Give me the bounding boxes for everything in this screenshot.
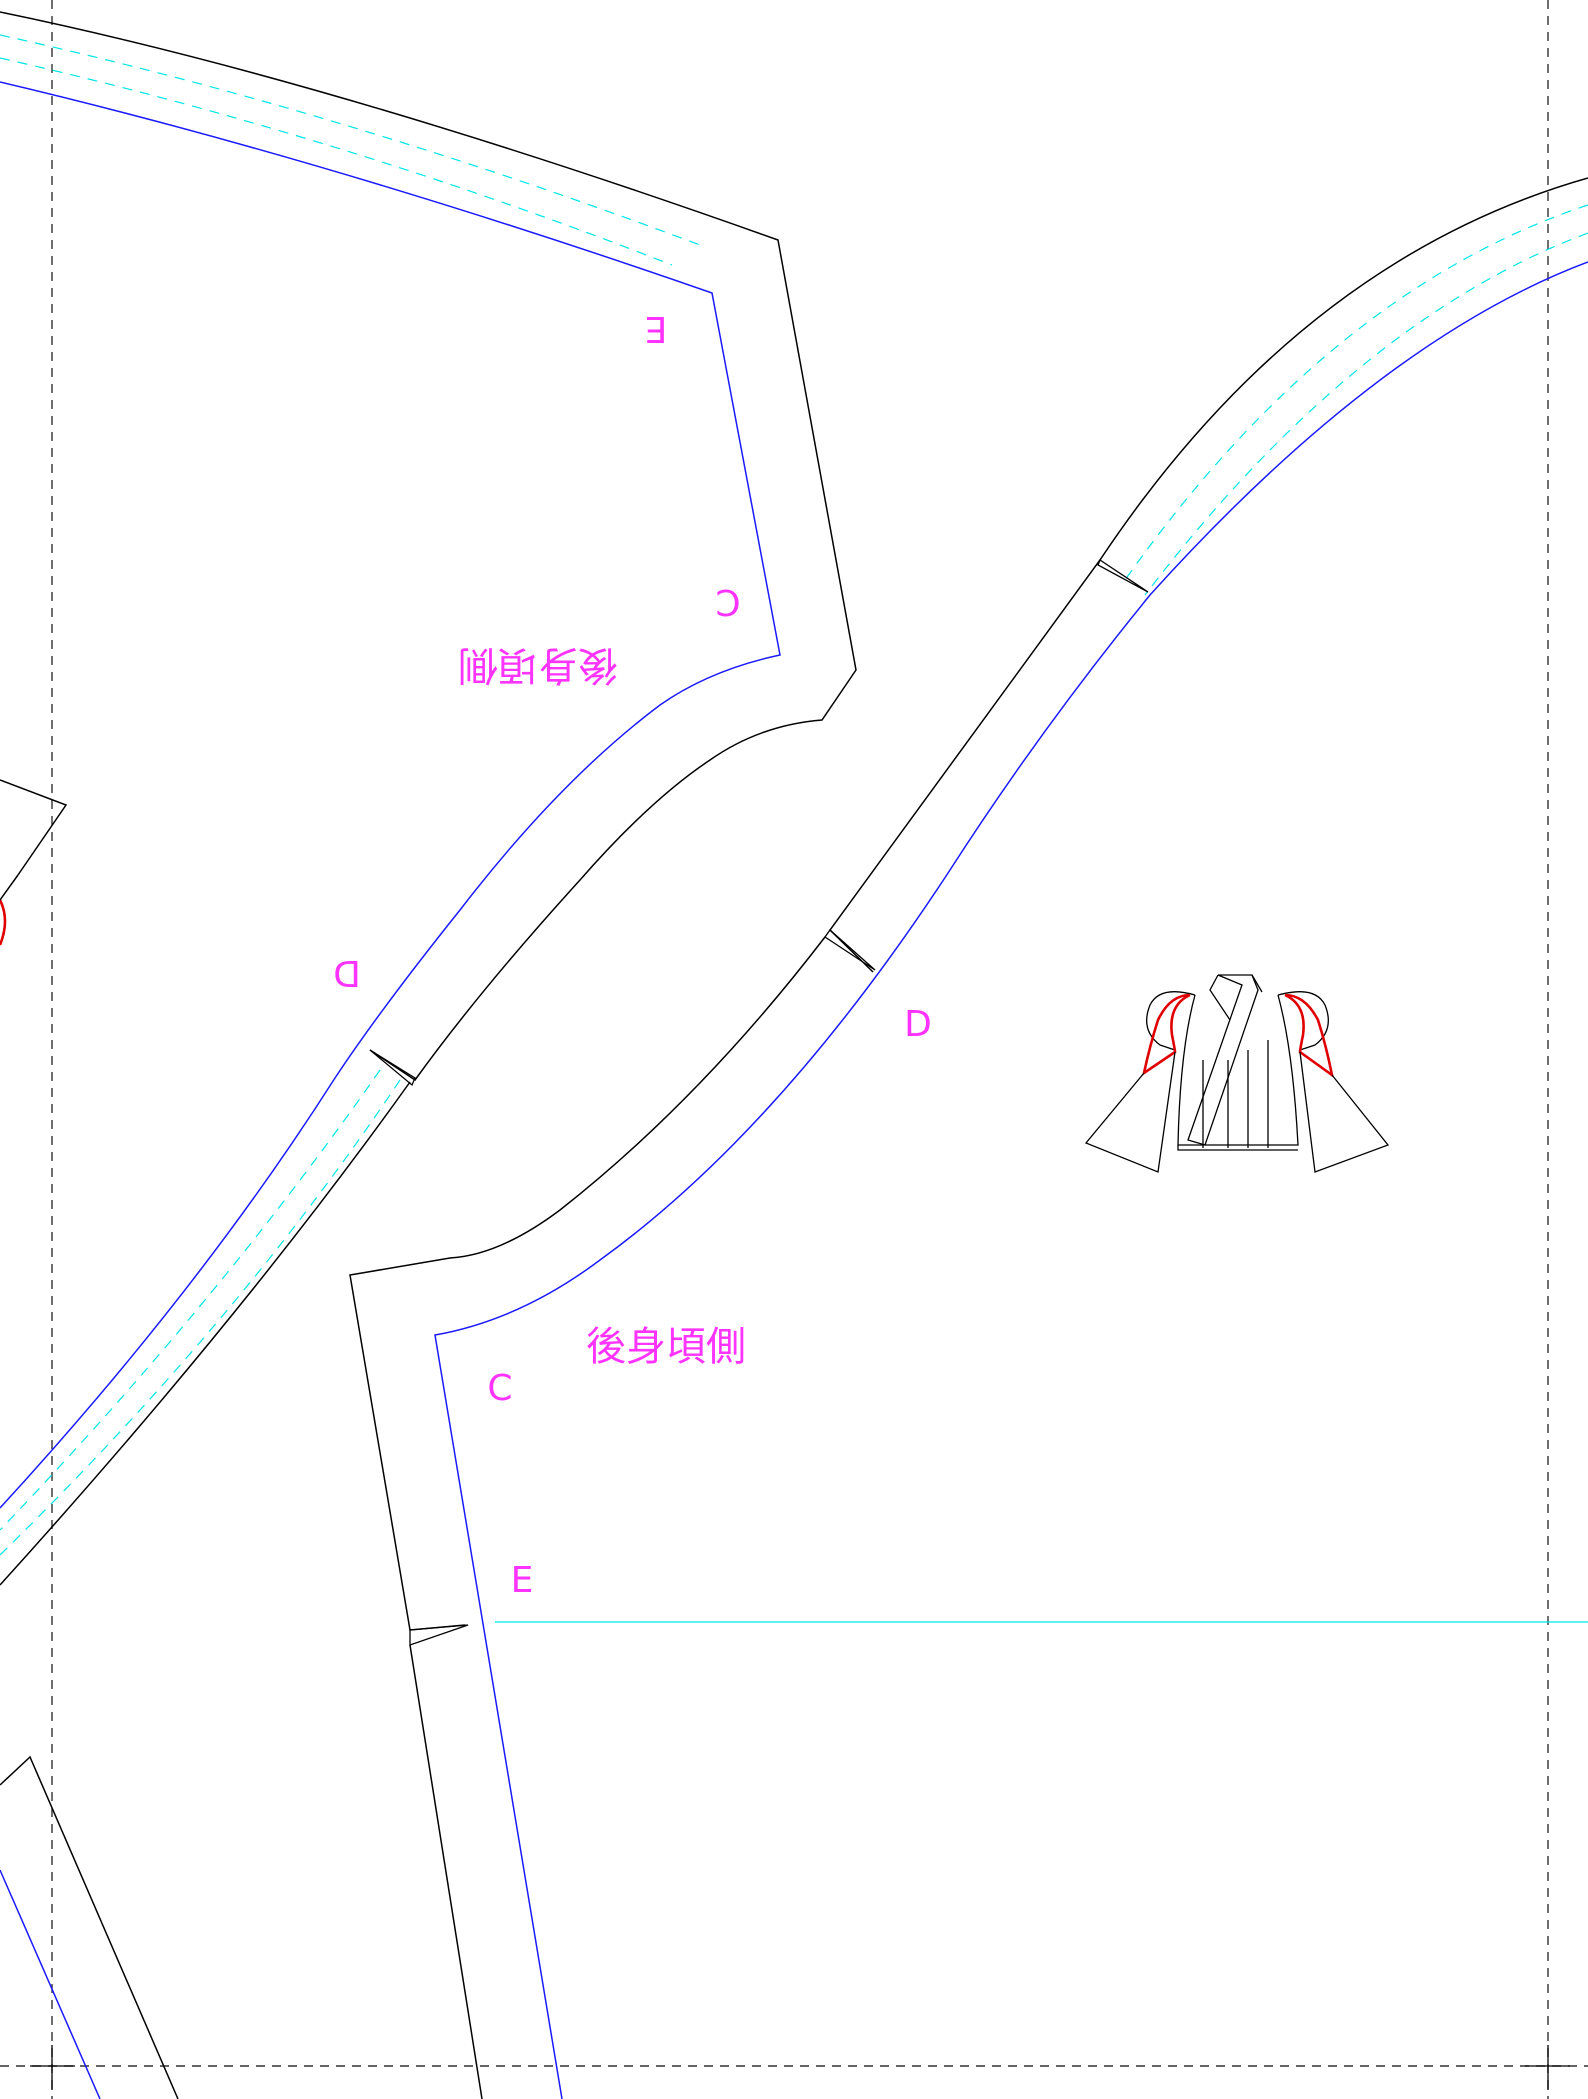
guide-dash-upper-1 [0, 34, 701, 246]
notch-lower-2 [824, 929, 876, 971]
jacket-illustration [1084, 974, 1390, 1173]
guide-dash-lower-2 [1144, 232, 1588, 596]
piece-label-upper: 後身頃側 [458, 642, 618, 688]
back-bodice-piece-upper [0, 11, 857, 1586]
left-edge-fragments [0, 779, 179, 2099]
notch-lower-3 [409, 1624, 469, 1646]
cut-line-lower [829, 177, 1588, 973]
marker-e-upper: E [645, 308, 668, 349]
guide-dash-upper-3 [0, 1069, 381, 1531]
marker-d-lower: D [904, 1004, 932, 1045]
notch-upper [369, 1049, 416, 1087]
seam-line-lower [434, 261, 1588, 2099]
cut-line-upper [0, 11, 857, 1082]
piece-label-lower: 後身頃側 [586, 1324, 746, 1370]
marker-c-lower: C [487, 1368, 512, 1409]
cut-line-lower-2 [349, 936, 826, 1631]
back-bodice-piece-lower [349, 177, 1588, 2099]
cut-line-lower-3 [409, 1644, 483, 2099]
guide-dash-upper-2 [0, 57, 673, 266]
seam-line-upper [0, 81, 781, 1509]
guide-dash-upper-4 [0, 1079, 401, 1556]
notch-lower-1 [1097, 559, 1149, 593]
marker-d-upper: D [333, 952, 361, 993]
marker-c-upper: C [715, 581, 740, 622]
cut-line-upper-lower [0, 1081, 411, 1586]
guide-dash-lower-1 [1124, 204, 1588, 581]
marker-e-lower: E [511, 1560, 534, 1601]
